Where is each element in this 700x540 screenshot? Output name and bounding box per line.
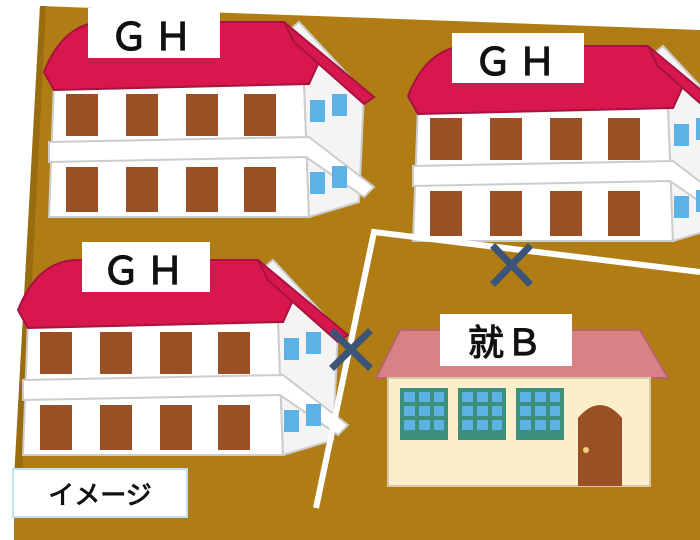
group-home-1-label: ＧＨ (88, 8, 220, 59)
cross-mark-icon (490, 243, 533, 287)
cross-mark-icon (329, 328, 373, 371)
work-support-b-label: 就Ｂ (440, 314, 572, 366)
image-caption: イメージ (12, 468, 188, 518)
work-support-building-icon (374, 329, 670, 487)
fence-line (313, 228, 700, 509)
group-home-3-label: ＧＨ (82, 242, 210, 293)
group-home-2-label: ＧＨ (452, 33, 584, 84)
